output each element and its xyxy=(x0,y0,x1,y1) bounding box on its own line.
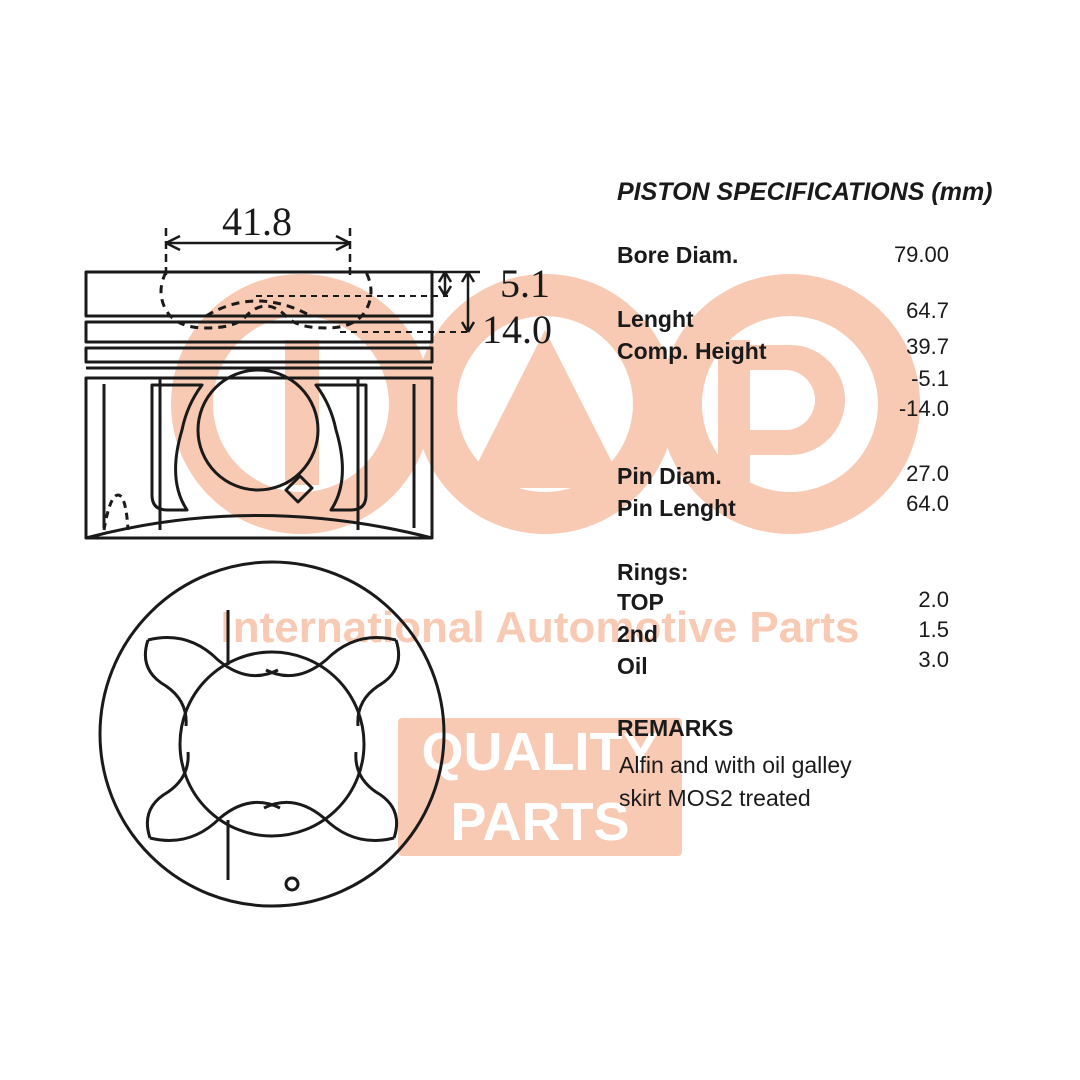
pin-length-label: Pin Lenght xyxy=(617,495,736,521)
offset-value-1: -5.1 xyxy=(911,366,949,391)
comp-height-value: 39.7 xyxy=(906,334,949,359)
remarks-label: REMARKS xyxy=(617,715,734,741)
length-value: 64.7 xyxy=(906,298,949,323)
ring-second-value: 1.5 xyxy=(918,617,949,642)
bore-value: 79.00 xyxy=(893,242,949,267)
rings-label: Rings: xyxy=(617,559,689,585)
dim-label-top-land: 5.1 xyxy=(500,261,550,306)
logo-p-bowl xyxy=(750,345,845,455)
ring-oil-value: 3.0 xyxy=(918,647,949,672)
ring-top-label: TOP xyxy=(617,589,664,615)
dim-label-ring-zone: 14.0 xyxy=(482,307,552,352)
comp-height-label: Comp. Height xyxy=(617,338,767,364)
logo-a-triangle xyxy=(465,330,625,488)
dimension-height-markers xyxy=(410,270,480,333)
piston-inner-bowl xyxy=(178,650,366,838)
ring-top-value: 2.0 xyxy=(918,587,949,612)
skirt-bottom-arc xyxy=(85,514,433,540)
dim-label-bowl-width: 41.8 xyxy=(222,199,292,244)
length-label: Lenght xyxy=(617,306,694,332)
logo-i-stem xyxy=(285,340,319,485)
piston-pin-hole xyxy=(196,368,320,492)
ring-second-label: 2nd xyxy=(617,621,658,647)
combustion-bowl xyxy=(159,271,373,330)
brand-watermark-text: International Automotive Parts xyxy=(221,603,860,652)
remark-line-1: Alfin and with oil galley xyxy=(619,752,852,778)
pin-boss-left xyxy=(150,383,204,512)
ring-groove-1 xyxy=(84,320,434,344)
logo-p-stem xyxy=(718,340,750,490)
piston-body xyxy=(84,376,434,540)
quality-block xyxy=(398,718,682,856)
piston-outer-circle xyxy=(98,560,446,908)
ring-groove-2 xyxy=(84,346,434,364)
pin-diam-value: 27.0 xyxy=(906,461,949,486)
quality-watermark-text: QUALITY xyxy=(422,722,659,782)
parts-watermark-text: PARTS xyxy=(450,792,629,852)
remark-line-2: skirt MOS2 treated xyxy=(619,785,811,811)
piston-side-view xyxy=(84,270,472,540)
bottom-lobes xyxy=(143,636,401,842)
pin-boss-right xyxy=(314,383,368,512)
piston-bottom-view xyxy=(98,560,446,908)
piston-crown xyxy=(84,270,434,318)
piston-marker-hole xyxy=(284,876,300,892)
pin-length-value: 64.0 xyxy=(906,491,949,516)
dimension-bowl-width xyxy=(164,228,352,280)
ring-oil-label: Oil xyxy=(617,653,648,679)
bore-label: Bore Diam. xyxy=(617,242,739,268)
pin-diam-label: Pin Diam. xyxy=(617,463,722,489)
specs-title: PISTON SPECIFICATIONS (mm) xyxy=(617,178,993,206)
offset-value-2: -14.0 xyxy=(898,396,949,421)
